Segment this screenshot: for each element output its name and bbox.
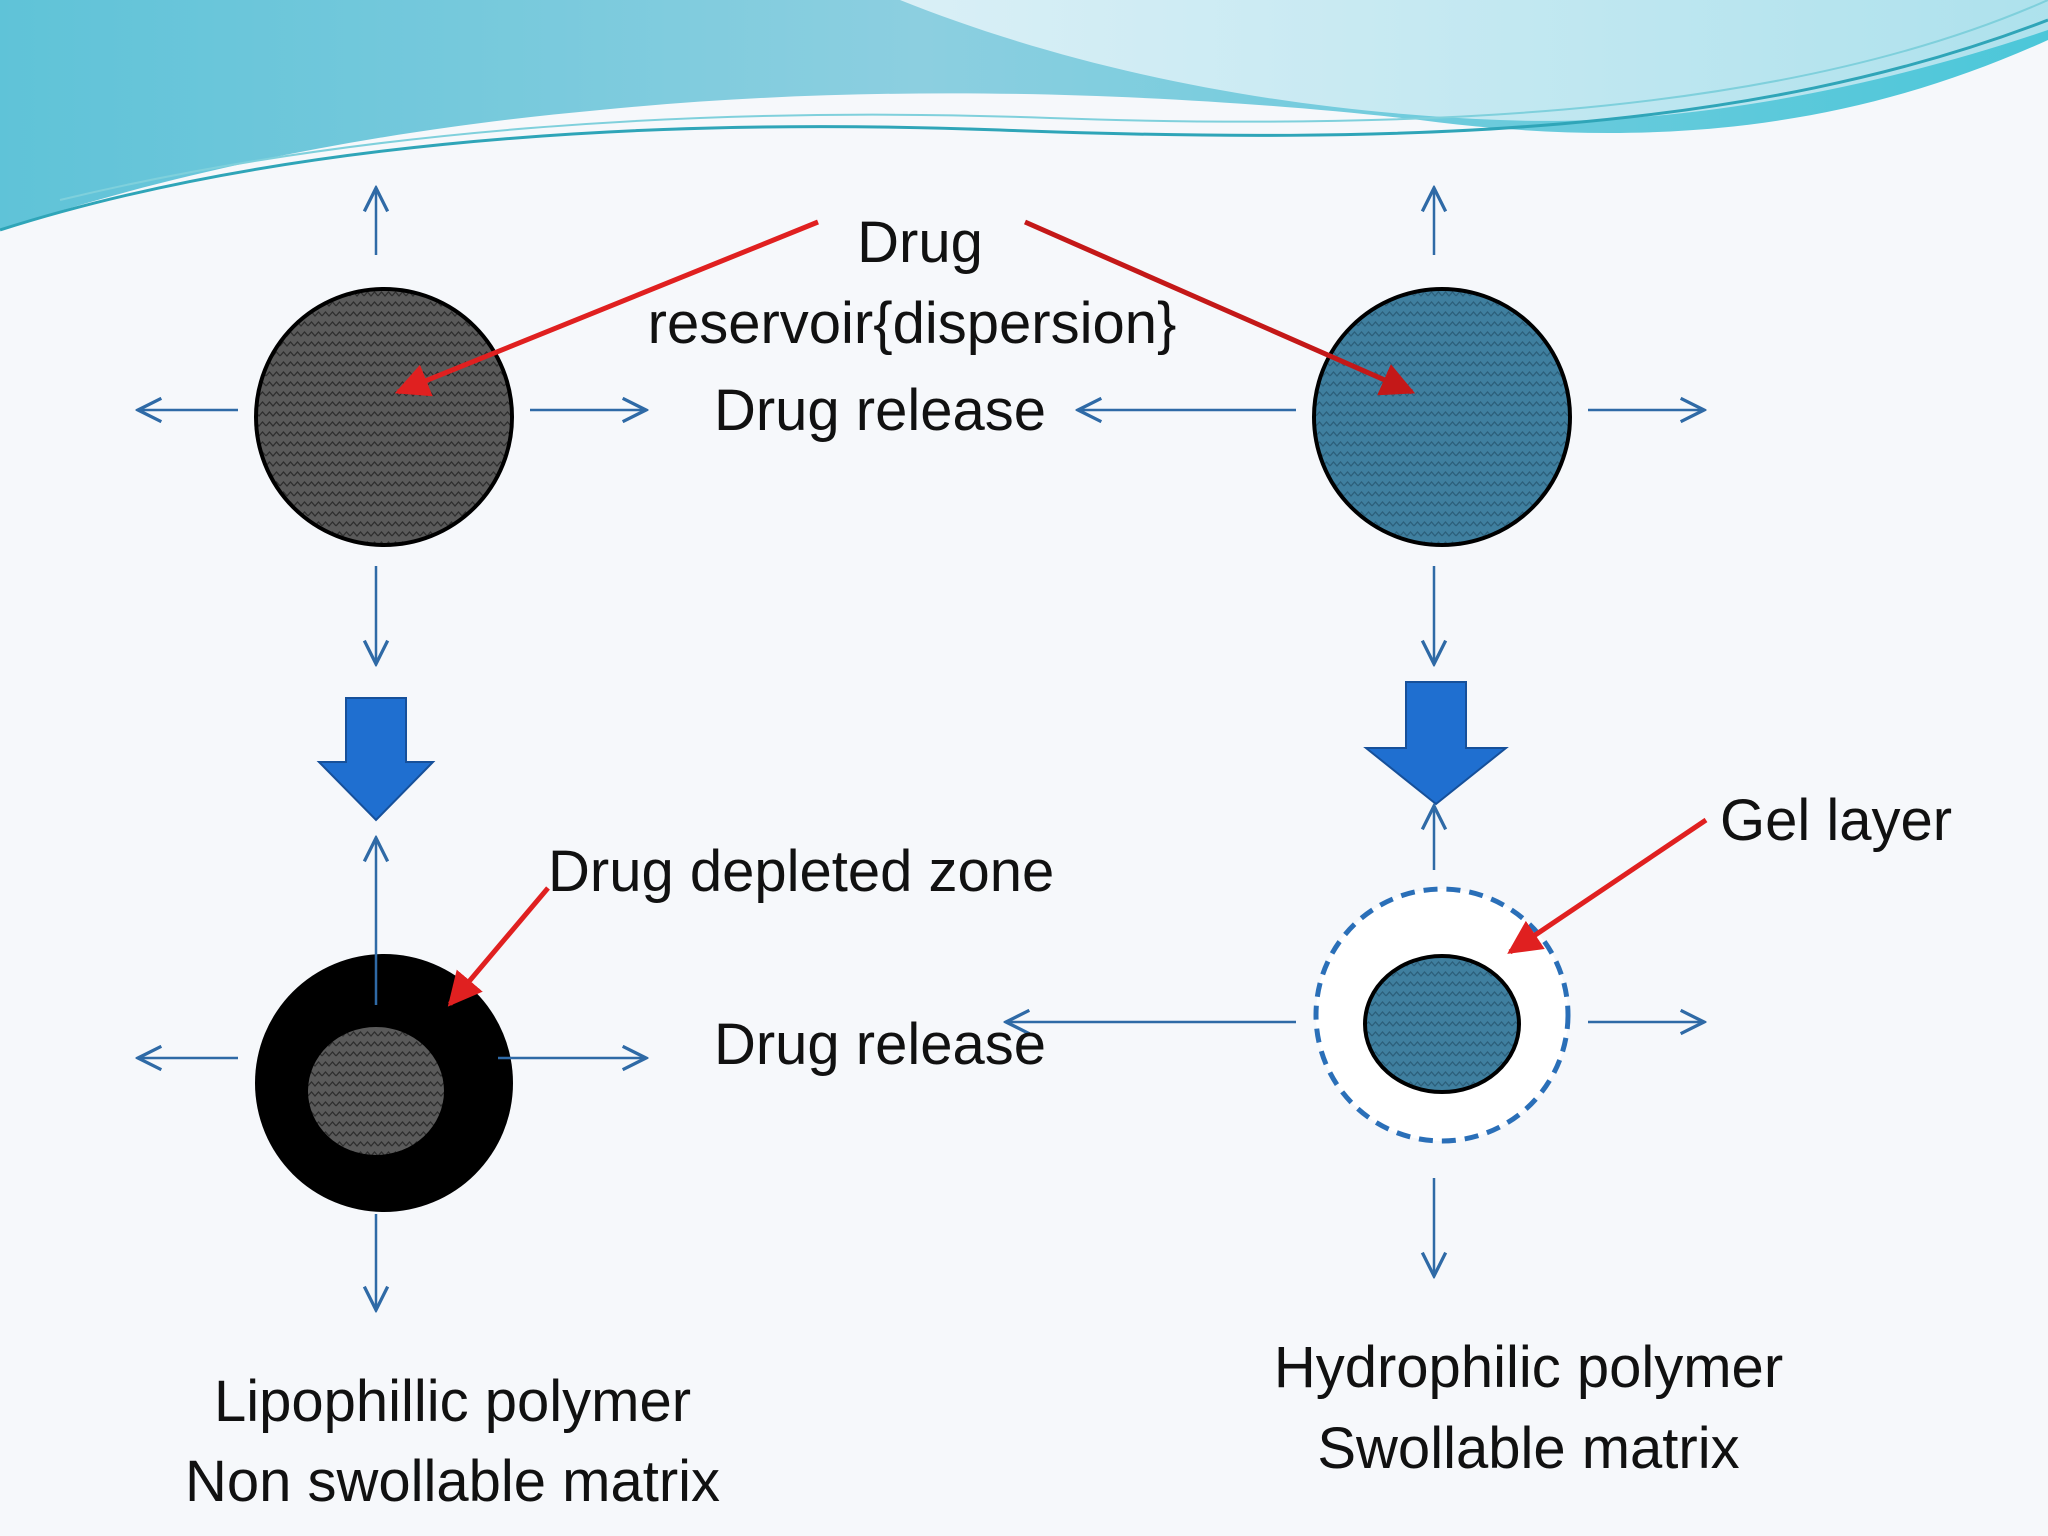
lipophilic-matrix-tablet	[254, 287, 514, 547]
reservoir-pointer-left	[394, 219, 819, 397]
remaining-drug-core	[308, 1027, 444, 1155]
transition-arrow-right	[1363, 681, 1509, 806]
left-caption-line2: Non swollable matrix	[184, 1449, 721, 1514]
gel-layer-label: Gel layer	[1720, 788, 1953, 853]
hydrophilic-matrix-tablet	[1312, 287, 1572, 547]
gel-layer-pointer	[1507, 817, 1708, 955]
right-caption-line2: Swollable matrix	[1317, 1416, 1740, 1481]
swollen-drug-core	[1363, 954, 1521, 1094]
left-caption-line1: Lipophillic polymer	[213, 1369, 692, 1434]
reservoir-pointer-right	[1023, 219, 1416, 396]
depleted-zone-pointer	[447, 886, 550, 1007]
drug-release-label-bottom: Drug release	[713, 1012, 1047, 1077]
right-caption-line1: Hydrophilic polymer	[1273, 1335, 1784, 1400]
transition-arrow-left	[316, 697, 436, 822]
drug-depleted-zone-label: Drug depleted zone	[548, 839, 1055, 904]
drug-release-label-top: Drug release	[713, 378, 1047, 443]
drug-reservoir-label-line2: reservoir{dispersion}	[647, 291, 1177, 356]
header-wave	[0, 0, 2048, 232]
drug-reservoir-label-line1: Drug	[857, 210, 983, 275]
